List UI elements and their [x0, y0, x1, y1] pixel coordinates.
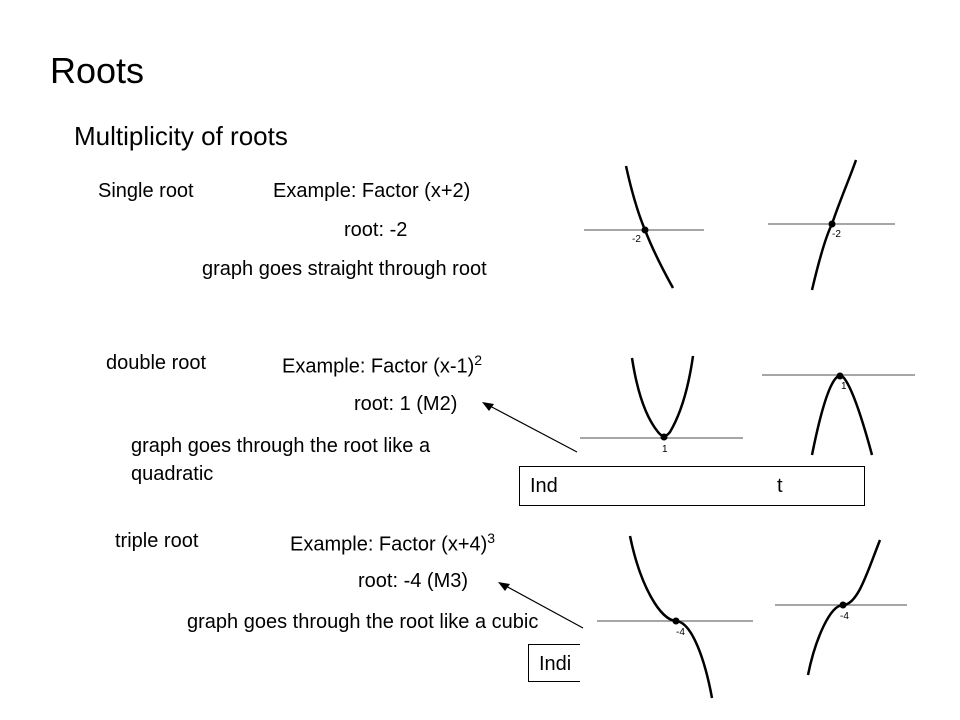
graph-panel-double-a: [575, 340, 760, 465]
triple-root-graph-b-label: -4: [840, 611, 849, 622]
double-root-note-box: Ind t: [519, 466, 865, 506]
double-root-description: graph goes through the root like a quadr…: [131, 435, 431, 485]
triple-root-note-text: Indi: [539, 653, 572, 675]
single-root-description: graph goes straight through root: [202, 258, 487, 280]
single-root-example-text: Example: Factor (x+2): [273, 180, 471, 202]
double-root-graph-a-point: [660, 433, 668, 441]
single-root-graph-a-label: -2: [632, 234, 641, 245]
double-root-note-tail: t: [777, 475, 783, 497]
double-root-graph-b-label: 1: [841, 381, 847, 392]
double-root-arrowhead: [482, 402, 494, 411]
triple-root-label: triple root: [115, 530, 199, 552]
double-root-graph-a-label: 1: [662, 444, 668, 455]
double-root-value: root: 1 (M2): [354, 393, 458, 415]
double-root-graph-a-curve: [630, 355, 695, 438]
triple-root-arrow-line: [503, 584, 584, 629]
graph-panel-triple-a: [580, 515, 770, 715]
triple-root-graph-a-point: [672, 617, 680, 625]
triple-root-exponent: 3: [487, 530, 496, 546]
single-root-graph-a-curve: [624, 165, 675, 289]
triple-root-value: root: -4 (M3): [358, 570, 469, 592]
double-root-arrow-line: [487, 404, 578, 453]
single-root-label: Single root: [98, 180, 194, 202]
triple-root-graph-b-point: [839, 601, 847, 609]
triple-root-graph-a-label: -4: [676, 627, 685, 638]
double-root-graph-b-point: [836, 372, 844, 380]
single-root-value: root: -2: [344, 219, 408, 241]
slide-subtitle: Multiplicity of roots: [74, 121, 288, 151]
triple-root-description: graph goes through the root like a cubic: [187, 611, 539, 633]
double-root-label: double root: [106, 352, 207, 374]
single-root-graph-b-label: -2: [832, 229, 841, 240]
double-root-example: Example: Factor (x-1)2: [282, 352, 482, 379]
double-root-exponent: 2: [474, 352, 483, 368]
triple-root-graph-a-curve: [628, 535, 714, 699]
double-root-note-text: Ind: [530, 475, 558, 497]
triple-root-arrowhead: [498, 582, 510, 591]
triple-root-example-text: Example: Factor (x+4): [290, 533, 488, 556]
single-root-example: Example: Factor (x+2): [273, 180, 470, 203]
slide-title: Roots: [50, 50, 145, 91]
triple-root-example: Example: Factor (x+4)3: [290, 530, 495, 557]
graph-panel-double-b: [760, 352, 930, 466]
single-root-graph-b-point: [828, 220, 836, 228]
single-root-graph-a-point: [641, 226, 649, 234]
double-root-example-text: Example: Factor (x-1): [282, 355, 475, 378]
